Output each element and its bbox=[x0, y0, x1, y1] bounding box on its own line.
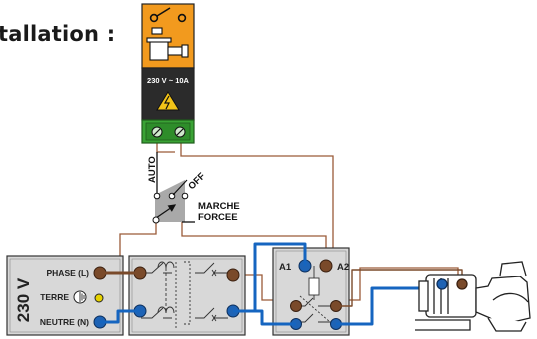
contactor-a2-label: A2 bbox=[337, 262, 349, 273]
contactor-block: A1 A2 bbox=[272, 247, 350, 336]
terre-label: TERRE bbox=[40, 292, 69, 302]
contactor-a1-label: A1 bbox=[279, 262, 292, 273]
timer-programmer: 230 V ~ 10A bbox=[141, 3, 195, 144]
selector-off-label: OFF bbox=[186, 171, 207, 192]
motor-neutral-terminal[interactable] bbox=[436, 278, 448, 290]
neutre-label: NEUTRE (N) bbox=[40, 317, 89, 327]
timer-terminal-1[interactable] bbox=[151, 126, 163, 138]
high-voltage-warning-icon bbox=[156, 91, 180, 111]
section-heading: tallation : bbox=[0, 22, 116, 46]
mode-selector-switch: AUTO OFF MARCHE FORCEE bbox=[147, 152, 240, 224]
selector-marche-label: MARCHE bbox=[198, 201, 240, 212]
supply-earth-terminal[interactable] bbox=[94, 293, 104, 303]
phase-label: PHASE (L) bbox=[47, 268, 90, 278]
pump-motor bbox=[415, 261, 531, 332]
earth-symbol-icon bbox=[73, 290, 87, 304]
circuit-breaker-block bbox=[128, 255, 246, 336]
contactor-l-in-terminal[interactable] bbox=[290, 300, 302, 312]
selector-forcee-label: FORCEE bbox=[198, 212, 238, 223]
supply-voltage-label: 230 V bbox=[14, 277, 33, 322]
timer-terminal-2[interactable] bbox=[174, 126, 186, 138]
control-wires bbox=[119, 143, 459, 301]
timer-rating: 230 V ~ 10A bbox=[147, 76, 189, 85]
motor-phase-terminal[interactable] bbox=[456, 278, 468, 290]
selector-auto-label: AUTO bbox=[147, 156, 158, 183]
breaker-out-phase-terminal[interactable] bbox=[226, 268, 240, 282]
contactor-a2-terminal[interactable] bbox=[319, 259, 333, 273]
relay-contact-icon bbox=[149, 7, 187, 23]
timer-motor-icon bbox=[146, 27, 189, 61]
